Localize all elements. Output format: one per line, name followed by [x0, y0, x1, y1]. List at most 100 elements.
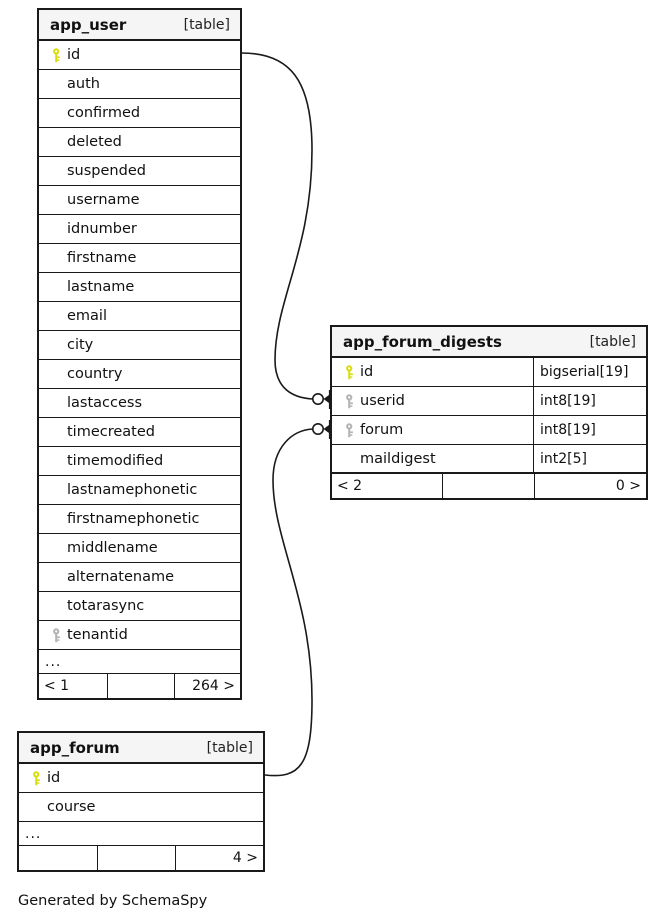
schemaspy-credit: Generated by SchemaSpy — [18, 893, 208, 909]
column-label: lastnamephonetic — [67, 482, 198, 498]
table-footer: 4 > — [19, 846, 263, 870]
column-label: confirmed — [67, 105, 141, 121]
column-name-cell: lastnamephonetic — [39, 482, 240, 498]
column-label: forum — [360, 422, 404, 438]
column-name-cell: maildigest — [332, 451, 533, 467]
table-footer: < 2 0 > — [332, 474, 646, 498]
column-row[interactable]: id — [39, 41, 240, 70]
column-row[interactable]: id — [19, 764, 263, 793]
table-header: app_forum [table] — [19, 733, 263, 764]
primary-key-icon — [47, 47, 67, 63]
column-name-cell: idnumber — [39, 221, 240, 237]
column-label: username — [67, 192, 140, 208]
foreign-key-icon — [340, 393, 360, 409]
footer-children-count[interactable]: 4 > — [175, 846, 263, 870]
column-label: firstnamephonetic — [67, 511, 200, 527]
column-row[interactable]: lastname — [39, 273, 240, 302]
column-row[interactable]: country — [39, 360, 240, 389]
column-label: alternatename — [67, 569, 175, 585]
column-name-cell: country — [39, 366, 240, 382]
column-row[interactable]: email — [39, 302, 240, 331]
column-label: timecreated — [67, 424, 155, 440]
column-row[interactable]: alternatename — [39, 563, 240, 592]
column-name-cell: username — [39, 192, 240, 208]
column-name-cell: deleted — [39, 134, 240, 150]
foreign-key-icon — [340, 422, 360, 438]
table-header: app_user [table] — [39, 10, 240, 41]
column-name-cell: id — [19, 770, 263, 786]
table-app-forum[interactable]: app_forum [table] id course ... 4 > — [17, 731, 265, 872]
column-row[interactable]: firstnamephonetic — [39, 505, 240, 534]
relationship-app-user-to-forum-digests — [241, 52, 332, 409]
column-label: tenantid — [67, 627, 128, 643]
foreign-key-icon — [47, 627, 67, 643]
footer-parents-count[interactable] — [19, 846, 97, 870]
column-name-cell: firstname — [39, 250, 240, 266]
table-header: app_forum_digests [table] — [332, 327, 646, 358]
table-app-user[interactable]: app_user [table] id auth confirmed deleted s… — [37, 8, 242, 700]
footer-parents-count[interactable]: < 2 — [337, 478, 363, 494]
column-label: auth — [67, 76, 100, 92]
column-label: deleted — [67, 134, 122, 150]
column-label: email — [67, 308, 107, 324]
column-row[interactable]: timecreated — [39, 418, 240, 447]
column-name-cell: userid — [332, 393, 533, 409]
column-row[interactable]: confirmed — [39, 99, 240, 128]
footer-parents-count[interactable]: < 1 — [44, 678, 70, 694]
footer-middle — [442, 474, 534, 498]
column-label: timemodified — [67, 453, 164, 469]
column-label: lastname — [67, 279, 135, 295]
column-name-cell: tenantid — [39, 627, 240, 643]
table-columns: id auth confirmed deleted suspended username i… — [39, 41, 240, 650]
footer-children-count[interactable]: 264 > — [174, 674, 240, 698]
column-row[interactable]: firstname — [39, 244, 240, 273]
column-label: country — [67, 366, 123, 382]
table-type-tag: [table] — [183, 16, 230, 33]
column-row[interactable]: deleted — [39, 128, 240, 157]
column-name-cell: confirmed — [39, 105, 240, 121]
column-row[interactable]: timemodified — [39, 447, 240, 476]
column-name-cell: suspended — [39, 163, 240, 179]
column-row[interactable]: middlename — [39, 534, 240, 563]
column-row[interactable]: lastnamephonetic — [39, 476, 240, 505]
footer-children-count[interactable]: 0 > — [534, 474, 646, 498]
column-name-cell: auth — [39, 76, 240, 92]
table-title: app_user — [50, 15, 127, 34]
column-row[interactable]: username — [39, 186, 240, 215]
column-label: id — [360, 364, 374, 380]
column-label: id — [47, 770, 61, 786]
column-name-cell: id — [39, 47, 240, 63]
table-columns: id course — [19, 764, 263, 822]
column-name-cell: firstnamephonetic — [39, 511, 240, 527]
column-row[interactable]: course — [19, 793, 263, 822]
more-columns-indicator: ... — [19, 822, 263, 846]
table-title: app_forum — [30, 738, 120, 757]
footer-middle — [107, 674, 174, 698]
column-row[interactable]: totarasync — [39, 592, 240, 621]
column-name-cell: email — [39, 308, 240, 324]
column-row[interactable]: city — [39, 331, 240, 360]
column-name-cell: totarasync — [39, 598, 240, 614]
column-type: int8[19] — [533, 416, 646, 444]
column-name-cell: course — [19, 799, 263, 815]
column-label: course — [47, 799, 96, 815]
column-name-cell: alternatename — [39, 569, 240, 585]
column-row[interactable]: forum int8[19] — [332, 416, 646, 445]
column-row[interactable]: idnumber — [39, 215, 240, 244]
column-type: int8[19] — [533, 387, 646, 415]
column-label: maildigest — [360, 450, 436, 467]
column-row[interactable]: suspended — [39, 157, 240, 186]
column-label: lastaccess — [67, 395, 143, 411]
column-row[interactable]: auth — [39, 70, 240, 99]
column-row[interactable]: lastaccess — [39, 389, 240, 418]
column-name-cell: city — [39, 337, 240, 353]
column-row[interactable]: tenantid — [39, 621, 240, 650]
column-name-cell: timemodified — [39, 453, 240, 469]
table-type-tag: [table] — [589, 333, 636, 350]
relationship-app-forum-to-forum-digests — [264, 420, 332, 777]
